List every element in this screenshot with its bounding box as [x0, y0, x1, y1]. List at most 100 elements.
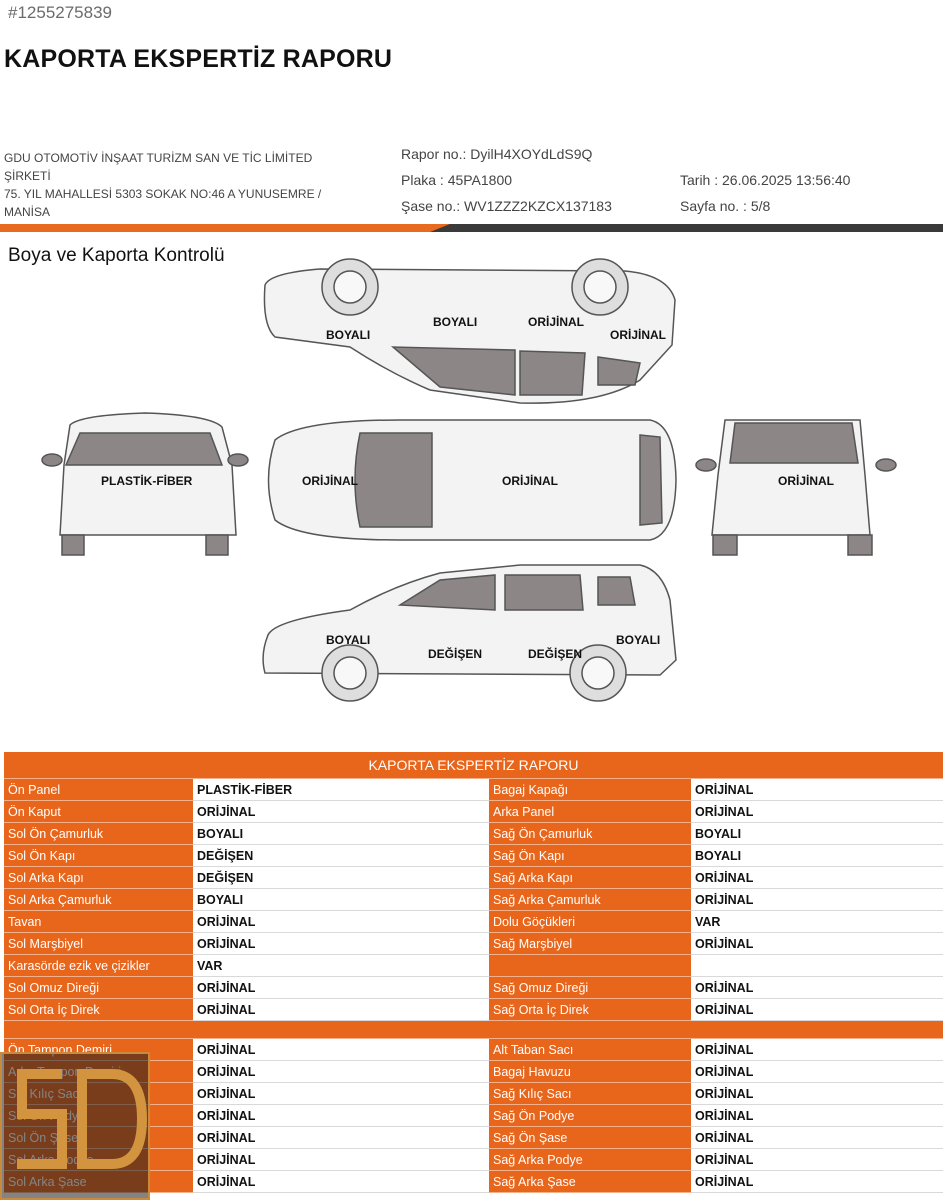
car-front-view	[41, 412, 249, 556]
company-name: GDU OTOMOTİV İNŞAAT TURİZM SAN VE TİC Lİ…	[4, 151, 313, 183]
part-status: ORİJİNAL	[193, 1104, 489, 1127]
part-status: ORİJİNAL	[193, 1170, 489, 1193]
part-status: ORİJİNAL	[193, 1148, 489, 1171]
car-rear-view	[695, 419, 897, 556]
label-rear: ORİJİNAL	[778, 473, 834, 488]
part-status: ORİJİNAL	[691, 1148, 943, 1171]
report-reference-number: #1255275839	[8, 3, 113, 22]
part-status: BOYALI	[193, 822, 489, 845]
table-title: KAPORTA EKSPERTİZ RAPORU	[4, 752, 943, 779]
part-label: Alt Taban Sacı	[489, 1038, 691, 1061]
part-status: ORİJİNAL	[691, 1104, 943, 1127]
company-address: 75. YIL MAHALLESİ 5303 SOKAK NO:46 A YUN…	[4, 187, 322, 219]
label-left-front-fender: BOYALI	[326, 633, 370, 647]
part-status: ORİJİNAL	[193, 910, 489, 933]
part-label: Sağ Arka Çamurluk	[489, 888, 691, 911]
header-divider-orange	[0, 224, 450, 232]
part-label: Sağ Arka Şase	[489, 1170, 691, 1193]
label-roof: ORİJİNAL	[502, 473, 558, 488]
car-diagram: BOYALI BOYALI ORİJİNAL ORİJİNAL PLASTİK-…	[41, 258, 897, 702]
part-status: ORİJİNAL	[193, 1060, 489, 1083]
part-status: ORİJİNAL	[691, 866, 943, 889]
part-label: Sağ Ön Kapı	[489, 844, 691, 867]
part-label: Sol Arka Çamurluk	[4, 888, 193, 911]
watermark-logo	[0, 1052, 150, 1200]
label-right-front-fender: BOYALI	[326, 328, 370, 342]
section-title: Boya ve Kaporta Kontrolü	[8, 245, 225, 266]
part-label: Sol Orta İç Direk	[4, 998, 193, 1021]
part-status: ORİJİNAL	[691, 1126, 943, 1149]
part-status: BOYALI	[691, 844, 943, 867]
part-status: VAR	[193, 954, 489, 977]
part-status	[691, 954, 943, 977]
sd-logo-icon	[17, 1069, 148, 1169]
part-label: Tavan	[4, 910, 193, 933]
part-label: Sağ Kılıç Sacı	[489, 1082, 691, 1105]
header-divider-dark	[430, 224, 943, 232]
part-label: Sağ Ön Podye	[489, 1104, 691, 1127]
part-status: ORİJİNAL	[193, 800, 489, 823]
part-label: Sağ Ön Şase	[489, 1126, 691, 1149]
part-label: Sol Omuz Direği	[4, 976, 193, 999]
separator-cell	[4, 1020, 943, 1039]
label-right-rear-fender: ORİJİNAL	[610, 327, 666, 342]
part-label: Arka Panel	[489, 800, 691, 823]
part-label: Bagaj Havuzu	[489, 1060, 691, 1083]
part-status: VAR	[691, 910, 943, 933]
page-number: Sayfa no. : 5/8	[680, 198, 771, 214]
label-front-panel: PLASTİK-FİBER	[101, 473, 193, 488]
part-status: PLASTİK-FİBER	[193, 778, 489, 801]
part-status: ORİJİNAL	[691, 1038, 943, 1061]
part-status: ORİJİNAL	[691, 976, 943, 999]
part-label: Sağ Omuz Direği	[489, 976, 691, 999]
part-label: Sol Ön Kapı	[4, 844, 193, 867]
part-label: Sol Arka Kapı	[4, 866, 193, 889]
car-left-side-view	[262, 564, 677, 702]
part-label: Karasörde ezik ve çizikler	[4, 954, 193, 977]
label-hood: ORİJİNAL	[302, 473, 358, 488]
part-status: BOYALI	[691, 822, 943, 845]
label-left-rear-fender: BOYALI	[616, 633, 660, 647]
part-status: DEĞİŞEN	[193, 866, 489, 889]
part-label: Sağ Arka Podye	[489, 1148, 691, 1171]
part-label: Sağ Orta İç Direk	[489, 998, 691, 1021]
page-title: KAPORTA EKSPERTİZ RAPORU	[4, 45, 393, 73]
plate-number: Plaka : 45PA1800	[401, 172, 513, 188]
part-label: Ön Panel	[4, 778, 193, 801]
part-status: ORİJİNAL	[193, 932, 489, 955]
part-status: ORİJİNAL	[691, 1082, 943, 1105]
part-label: Dolu Göçükleri	[489, 910, 691, 933]
report-date: Tarih : 26.06.2025 13:56:40	[680, 172, 851, 188]
part-status: ORİJİNAL	[691, 998, 943, 1021]
part-status: BOYALI	[193, 888, 489, 911]
label-left-front-door: DEĞİŞEN	[428, 646, 482, 661]
part-label: Sağ Marşbiyel	[489, 932, 691, 955]
part-label: Sağ Arka Kapı	[489, 866, 691, 889]
part-status: ORİJİNAL	[193, 976, 489, 999]
part-status: ORİJİNAL	[691, 888, 943, 911]
label-left-rear-door: DEĞİŞEN	[528, 646, 582, 661]
part-label	[489, 954, 691, 977]
chassis-number: Şase no.: WV1ZZZ2KZCX137183	[401, 198, 612, 214]
part-status: ORİJİNAL	[691, 800, 943, 823]
part-label: Sağ Ön Çamurluk	[489, 822, 691, 845]
table-separator	[4, 1020, 943, 1039]
report-number: Rapor no.: DyilH4XOYdLdS9Q	[401, 146, 593, 162]
car-right-side-view	[263, 258, 676, 404]
part-label: Ön Kaput	[4, 800, 193, 823]
part-status: ORİJİNAL	[691, 932, 943, 955]
part-status: ORİJİNAL	[193, 1038, 489, 1061]
part-status: ORİJİNAL	[193, 998, 489, 1021]
part-status: ORİJİNAL	[193, 1082, 489, 1105]
part-status: ORİJİNAL	[691, 1060, 943, 1083]
